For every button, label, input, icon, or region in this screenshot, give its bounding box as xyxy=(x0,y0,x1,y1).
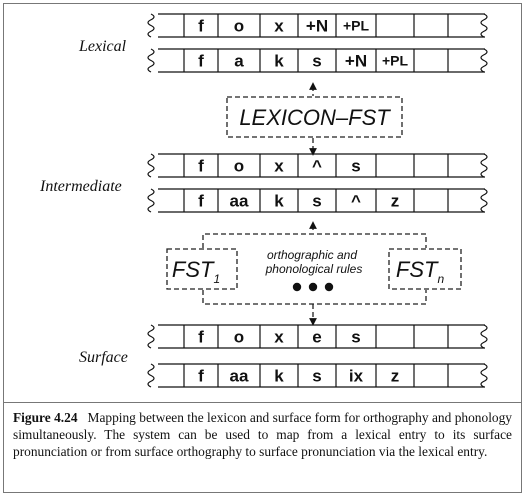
tape-left-squiggle xyxy=(147,188,155,213)
tape-cell-symbol: s xyxy=(351,328,360,347)
tape-cell-symbol: ix xyxy=(349,367,364,386)
fstn-label: FSTn xyxy=(396,257,445,286)
tape-lexical-bottom: f a k s +N +PL xyxy=(147,48,488,73)
rules-top-bracket xyxy=(202,233,427,248)
tape-cell-symbol: e xyxy=(312,328,321,347)
tape-cell-symbol: x xyxy=(274,157,284,176)
tape-left-squiggle xyxy=(147,48,155,73)
rules-bottom-bracket xyxy=(202,290,427,305)
tape-cell-symbol: f xyxy=(198,52,204,71)
fst1-label: FST1 xyxy=(172,257,220,286)
tape-left-squiggle xyxy=(147,153,155,178)
tape-cell-symbol: s xyxy=(312,192,321,211)
fstn-subscript: n xyxy=(437,272,444,286)
ellipsis-dot-2 xyxy=(308,282,318,292)
tape-cell-symbol: +PL xyxy=(343,18,370,34)
morphology-diagram: Lexical Intermediate Surface f o x +N +PL f a k… xyxy=(39,13,488,388)
tape-cell-symbol: aa xyxy=(230,367,249,386)
tape-cell-symbol: o xyxy=(234,328,244,347)
tape-cell-symbol: +N xyxy=(345,52,367,71)
tape-lexical-top: f o x +N +PL xyxy=(147,13,488,38)
tape-cell-symbol: ^ xyxy=(351,192,361,211)
tape-cell-symbol: o xyxy=(234,17,244,36)
caption-text: Mapping between the lexicon and surface … xyxy=(13,410,512,460)
tapes-group: f o x +N +PL f a k s +N +PL f o x ^ s f aa k s ^ z f o x e s f aa k s i… xyxy=(147,13,488,388)
tape-left-squiggle xyxy=(147,363,155,388)
tape-cell-symbol: x xyxy=(274,17,284,36)
lexicon-fst-box xyxy=(226,96,403,138)
tape-cell-symbol: k xyxy=(274,367,284,386)
tape-cell-symbol: f xyxy=(198,367,204,386)
level-label-intermediate: Intermediate xyxy=(39,178,122,195)
tape-right-squiggle xyxy=(480,153,488,178)
tape-cell-symbol: aa xyxy=(230,192,249,211)
rules-label-line1: orthographic and xyxy=(267,248,357,262)
level-label-lexical: Lexical xyxy=(78,38,127,55)
caption-figure-label: Figure 4.24 xyxy=(13,410,78,425)
tape-cell-symbol: a xyxy=(234,52,244,71)
tape-cell-symbol: o xyxy=(234,157,244,176)
tape-intermediate-bottom: f aa k s ^ z xyxy=(147,188,488,213)
tape-cell-symbol: f xyxy=(198,157,204,176)
tape-right-squiggle xyxy=(480,13,488,38)
fst1-subscript: 1 xyxy=(213,272,220,286)
fstn-base: FST xyxy=(396,257,439,282)
tape-cell-symbol: f xyxy=(198,17,204,36)
tape-cell-symbol: z xyxy=(391,367,400,386)
figure-frame xyxy=(3,3,522,493)
tape-cell-symbol: z xyxy=(391,192,400,211)
tape-cell-symbol: k xyxy=(274,52,284,71)
tape-cell-symbol: f xyxy=(198,328,204,347)
tape-cell-symbol: s xyxy=(351,157,360,176)
tape-intermediate-top: f o x ^ s xyxy=(147,153,488,178)
tape-cell-symbol: f xyxy=(198,192,204,211)
tape-cell-symbol: s xyxy=(312,52,321,71)
tape-right-squiggle xyxy=(480,188,488,213)
rules-label-line2: phonological rules xyxy=(265,262,363,276)
tape-right-squiggle xyxy=(480,48,488,73)
tape-cell-symbol: s xyxy=(312,367,321,386)
lexicon-fst-label: LEXICON–FST xyxy=(239,105,391,130)
ellipsis-dot-3 xyxy=(324,282,334,292)
tape-left-squiggle xyxy=(147,324,155,349)
tape-cell-symbol: x xyxy=(274,328,284,347)
fst1-box xyxy=(166,248,238,290)
tape-cell-symbol: +N xyxy=(306,17,328,36)
tape-left-squiggle xyxy=(147,13,155,38)
fst1-base: FST xyxy=(172,257,215,282)
tape-cell-symbol: ^ xyxy=(312,157,322,176)
tape-right-squiggle xyxy=(480,324,488,349)
tape-right-squiggle xyxy=(480,363,488,388)
ellipsis-dot-1 xyxy=(292,282,302,292)
level-label-surface: Surface xyxy=(79,349,128,366)
tape-cell-symbol: k xyxy=(274,192,284,211)
tape-surface-bottom: f aa k s ix z xyxy=(147,363,488,388)
tape-cell-symbol: +PL xyxy=(382,53,409,69)
fstn-box xyxy=(388,248,462,290)
